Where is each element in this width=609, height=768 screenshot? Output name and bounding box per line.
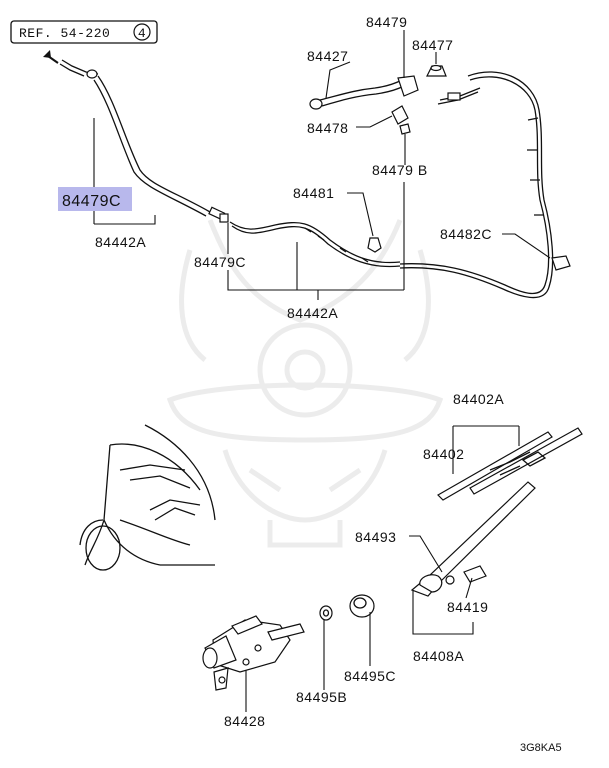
part-labels: 84479 84427 84477 84478 84479 B 84479C 8… (58, 14, 504, 729)
wiper-blade-assembly (437, 427, 583, 501)
label-84479[interactable]: 84479 (366, 14, 407, 30)
label-84481[interactable]: 84481 (293, 185, 334, 201)
label-84427[interactable]: 84427 (307, 48, 348, 64)
reference-circled-number: 4 (138, 26, 146, 41)
label-84402[interactable]: 84402 (423, 446, 464, 462)
reference-box[interactable]: REF. 54-220 4 (10, 20, 158, 44)
wiper-arm-assembly (410, 481, 536, 597)
label-84478[interactable]: 84478 (307, 120, 348, 136)
label-84495c[interactable]: 84495C (344, 668, 396, 684)
label-84408a[interactable]: 84408A (413, 648, 464, 664)
wiper-motor (202, 615, 305, 691)
label-84479c-highlighted[interactable]: 84479C (62, 193, 121, 210)
label-84493[interactable]: 84493 (355, 529, 396, 545)
watermark-emblem (166, 219, 444, 548)
washer-84495b (319, 605, 333, 621)
grommet-84495c (349, 594, 375, 618)
label-84442a-top[interactable]: 84442A (95, 234, 146, 250)
label-84479c[interactable]: 84479C (194, 254, 246, 270)
label-84419[interactable]: 84419 (447, 599, 488, 615)
figure-code: 3G8KA5 (520, 742, 562, 754)
label-84477[interactable]: 84477 (412, 37, 453, 53)
leader-lines-bottom (245, 425, 520, 712)
label-84482c[interactable]: 84482C (440, 226, 492, 242)
reference-text: REF. 54-220 (19, 26, 110, 41)
label-84402a[interactable]: 84402A (453, 391, 504, 407)
direction-arrow-icon (43, 50, 59, 64)
leader-lines-top (93, 30, 551, 300)
highlight-84479c (58, 187, 132, 211)
washer-hose-assembly (59, 59, 571, 299)
label-84442a-mid[interactable]: 84442A (287, 305, 338, 321)
label-84479b[interactable]: 84479 B (372, 162, 428, 178)
label-84495b[interactable]: 84495B (296, 689, 347, 705)
label-84428[interactable]: 84428 (224, 713, 265, 729)
vehicle-rear-sketch (79, 424, 216, 571)
